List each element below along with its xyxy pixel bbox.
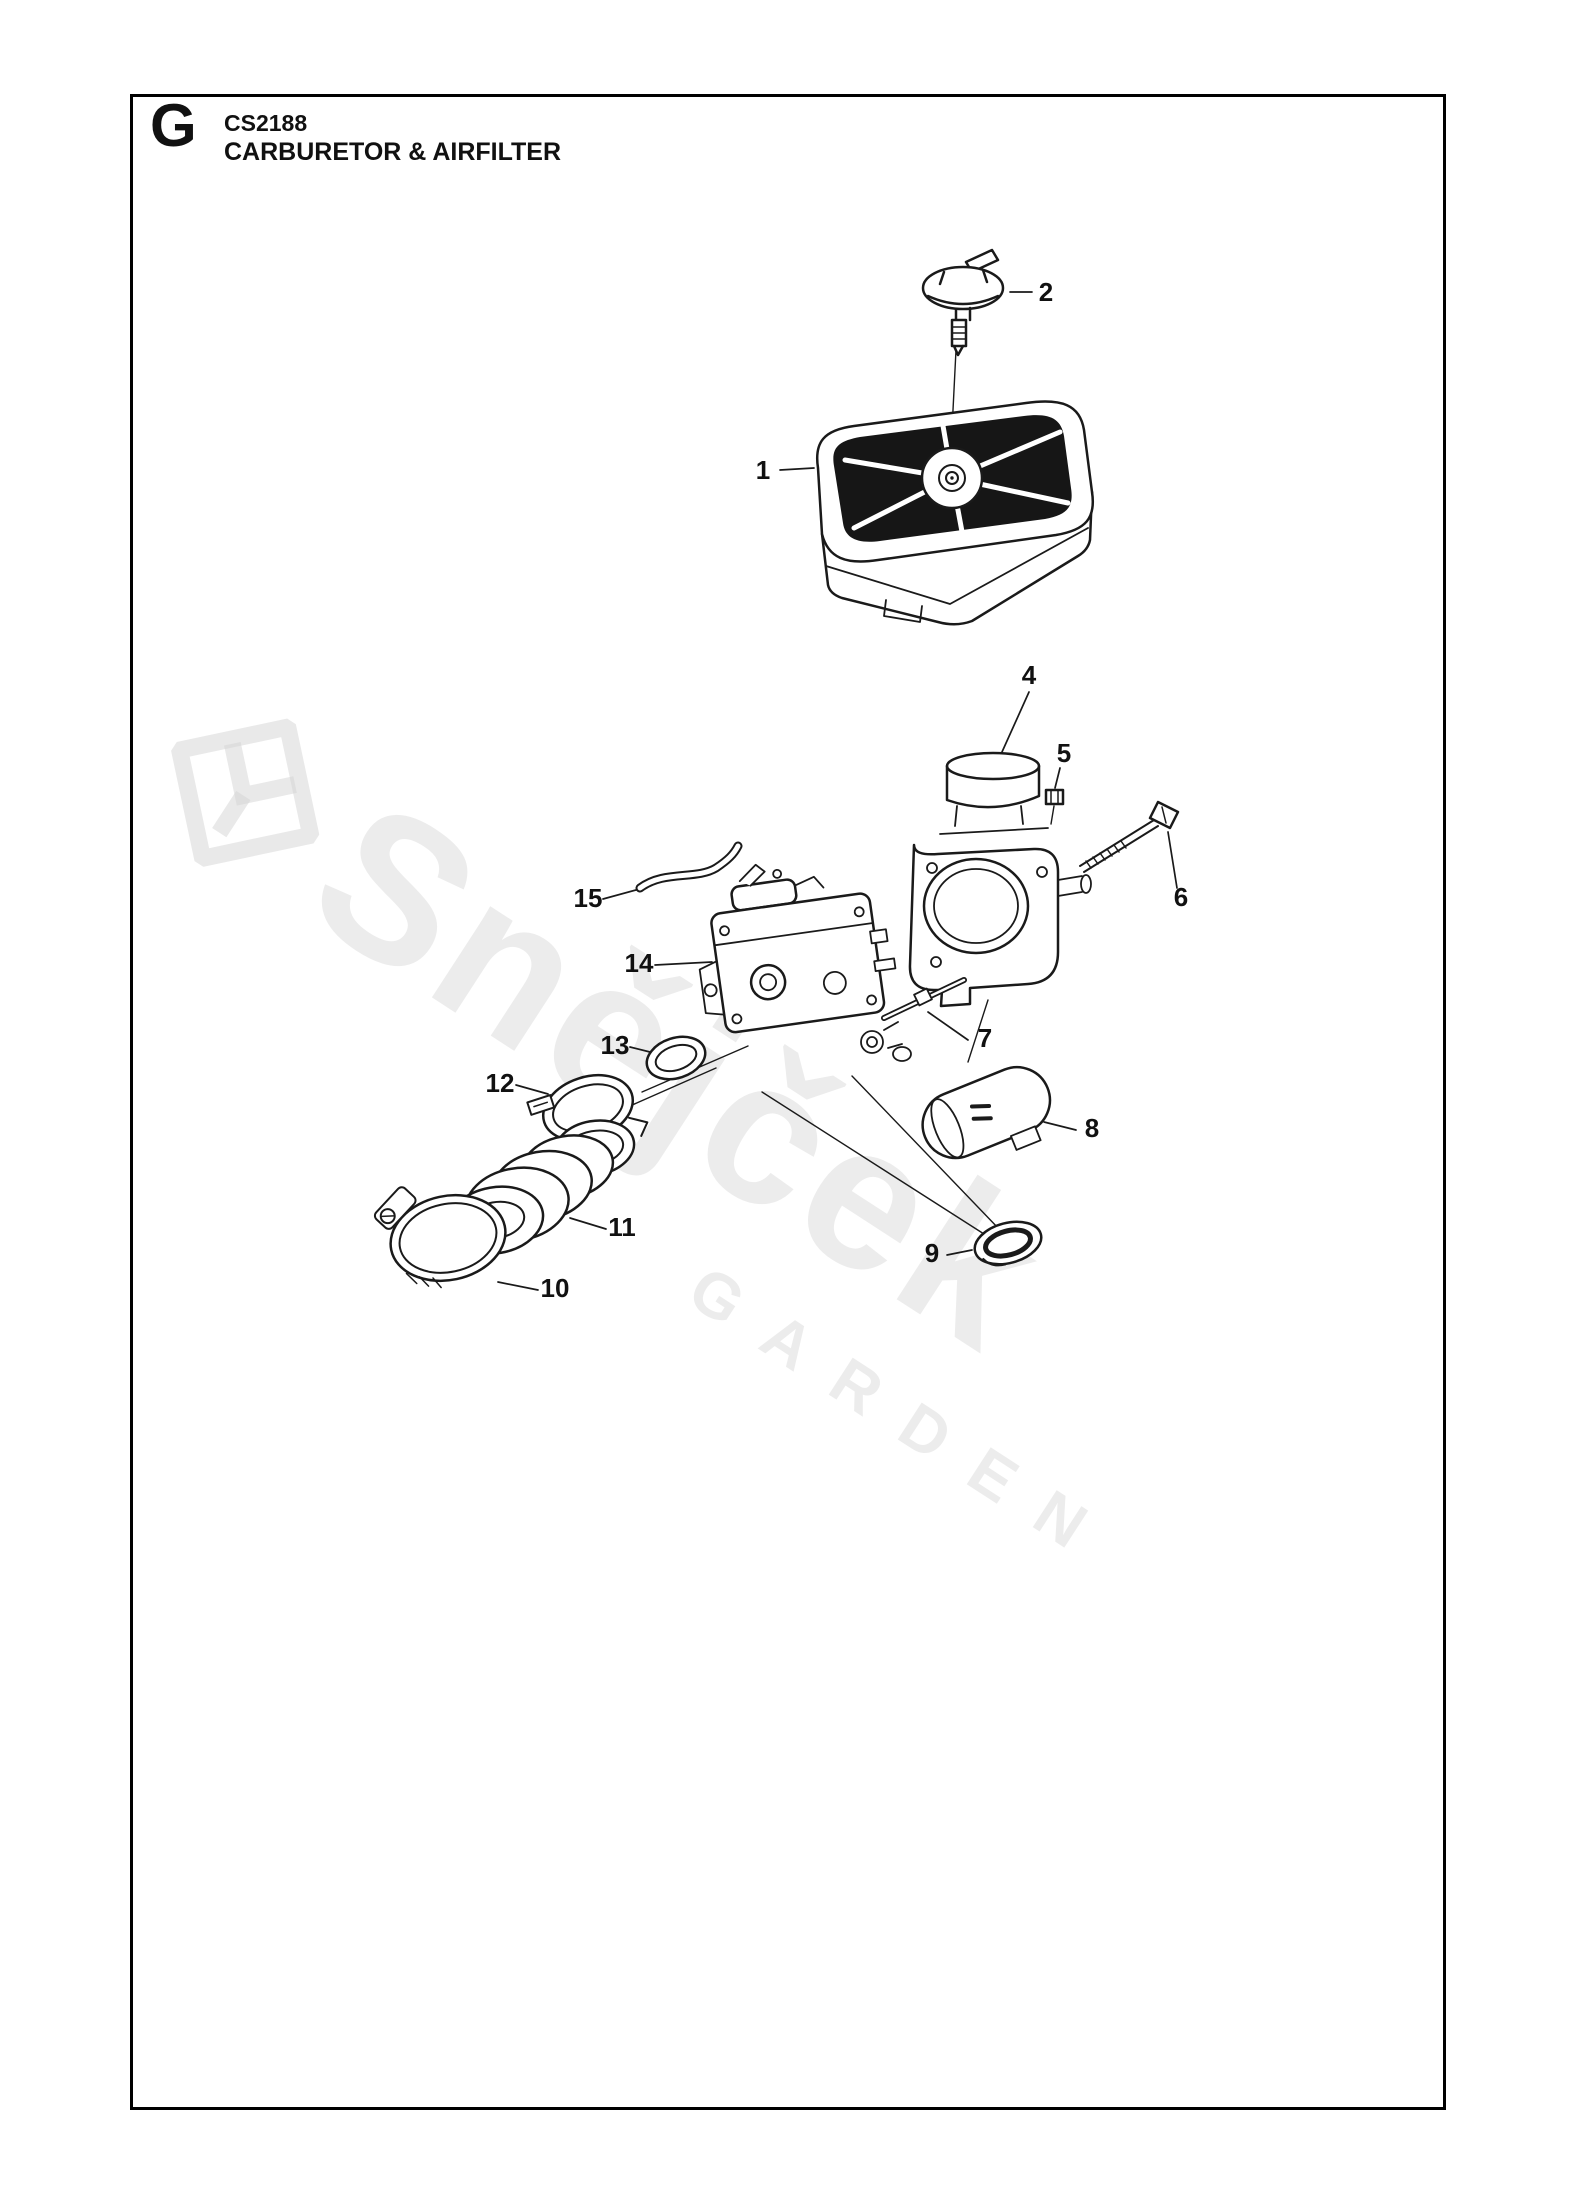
part-label-5: 5 (1057, 738, 1071, 768)
part-7-rod-illustration (881, 977, 967, 1021)
part-labels: 1 2 4 5 6 7 8 9 10 11 12 13 14 15 (486, 277, 1189, 1303)
part-label-9: 9 (925, 1238, 939, 1268)
carburetor-linkage-illustration (860, 1021, 912, 1062)
part-label-8: 8 (1085, 1113, 1099, 1143)
part-label-11: 11 (608, 1212, 636, 1242)
part-9-seal-illustration (973, 1220, 1043, 1267)
part-label-10: 10 (541, 1273, 570, 1303)
section-letter: G (150, 92, 197, 159)
part-10-hose-clamp-illustration (373, 1186, 507, 1289)
model-number: CS2188 (224, 110, 308, 136)
part-label-15: 15 (574, 883, 603, 913)
part-label-12: 12 (486, 1068, 515, 1098)
leader-lines (497, 291, 1178, 1291)
part-6-bolt-illustration (1079, 800, 1180, 873)
part-4-intake-manifold-illustration (908, 751, 1092, 1008)
part-13-ring-illustration (645, 1035, 707, 1081)
part-label-1: 1 (756, 455, 770, 485)
part-15-fuel-hose-illustration (635, 841, 743, 893)
part-label-4: 4 (1022, 660, 1037, 690)
part-8-cylinder-illustration (921, 1065, 1052, 1160)
part-label-14: 14 (625, 948, 654, 978)
part-2-choke-knob-illustration (921, 248, 1005, 357)
part-5-nut-illustration (1044, 788, 1065, 825)
part-label-2: 2 (1039, 277, 1053, 307)
page-title: CARBURETOR & AIRFILTER (224, 138, 562, 166)
part-label-13: 13 (601, 1030, 630, 1060)
part-label-7: 7 (978, 1023, 992, 1053)
part-1-air-filter-illustration (815, 400, 1095, 626)
part-14-carburetor-illustration (698, 863, 897, 1034)
page-border-frame (130, 94, 1446, 2110)
part-label-6: 6 (1174, 882, 1188, 912)
